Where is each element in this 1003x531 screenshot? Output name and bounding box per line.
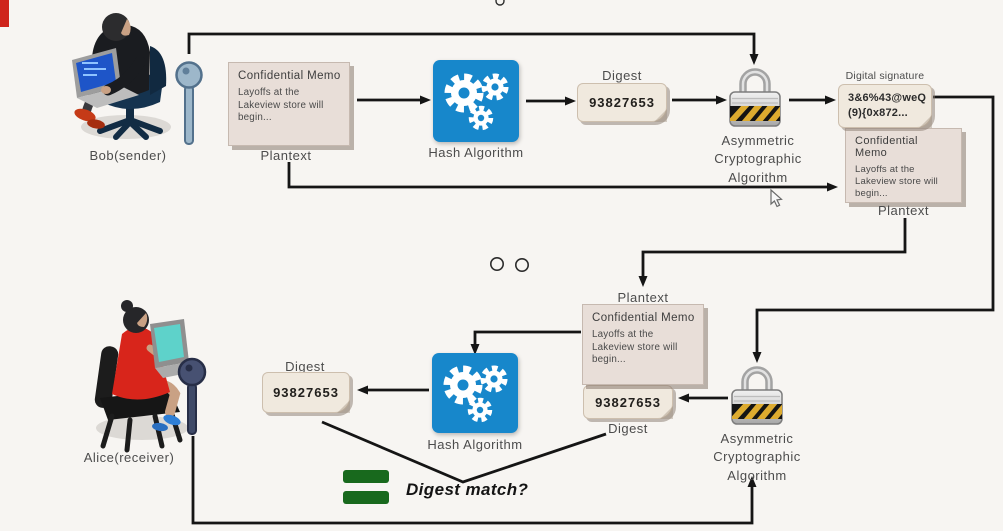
sender-hash-label: Hash Algorithm <box>428 145 524 160</box>
red-corner-marker <box>0 0 9 27</box>
signature-line1: 3&6%43@weQ <box>848 92 927 105</box>
mouse-cursor-icon <box>770 188 783 208</box>
sent-plaintext-caption: Plantext <box>878 203 929 218</box>
receiver-actor-label: Alice(receiver) <box>83 450 175 465</box>
sender-asym-label: Asymmetric Cryptographic Algorithm <box>714 133 802 185</box>
digest-match-question: Digest match? <box>406 480 529 499</box>
receiver-hash-label: Hash Algorithm <box>427 437 523 452</box>
bob-illustration <box>72 13 171 140</box>
received-digest-card: 93827653 <box>583 385 673 419</box>
computed-digest-label: Digest <box>285 359 325 374</box>
received-plaintext-card: Confidential Memo Layoffs at the Lakevie… <box>582 304 704 385</box>
memo-body: Layoffs at the Lakeview store will begin… <box>592 329 678 366</box>
padlock-icon-receiver <box>729 370 788 426</box>
memo-title: Confidential Memo <box>855 135 918 159</box>
equals-icon <box>343 470 389 483</box>
gears-icon <box>432 353 518 433</box>
connector-arrows <box>187 32 995 525</box>
memo-body: Layoffs at the Lakeview store will begin… <box>238 87 324 124</box>
sender-plaintext-card: Confidential Memo Layoffs at the Lakevie… <box>228 62 350 146</box>
received-plaintext-caption: Plantext <box>617 290 669 305</box>
memo-title: Confidential Memo <box>592 312 695 324</box>
digest-value: 93827653 <box>273 385 339 400</box>
padlock-icon-sender <box>727 72 786 128</box>
player-dots <box>489 0 529 272</box>
sender-key-icon <box>175 61 203 145</box>
equals-icon <box>343 491 389 504</box>
sender-plaintext-caption: Plantext <box>260 148 312 163</box>
sender-hash-box <box>433 60 519 142</box>
digest-value: 93827653 <box>589 95 655 110</box>
digest-value: 93827653 <box>595 394 661 410</box>
memo-body: Layoffs at the Lakeview store will begin… <box>855 164 938 200</box>
receiver-key-icon <box>177 357 207 435</box>
receiver-hash-box <box>432 353 518 433</box>
digital-signature-label: Digital signature <box>845 70 925 82</box>
memo-title: Confidential Memo <box>238 70 341 82</box>
gears-icon <box>433 60 519 142</box>
sender-actor-label: Bob(sender) <box>89 148 167 163</box>
sender-digest-label: Digest <box>602 68 642 83</box>
digital-signature-card: 3&6%43@weQ (9){0x872... <box>838 84 932 128</box>
receiver-asym-label: Asymmetric Cryptographic Algorithm <box>713 431 801 483</box>
computed-digest-card: 93827653 <box>262 372 350 413</box>
sender-digest-card: 93827653 <box>577 83 667 122</box>
alice-illustration <box>94 300 198 453</box>
received-digest-label: Digest <box>608 421 648 436</box>
sent-plaintext-card: Confidential Memo Layoffs at the Lakevie… <box>845 128 962 203</box>
signature-line2: (9){0x872... <box>848 107 908 119</box>
